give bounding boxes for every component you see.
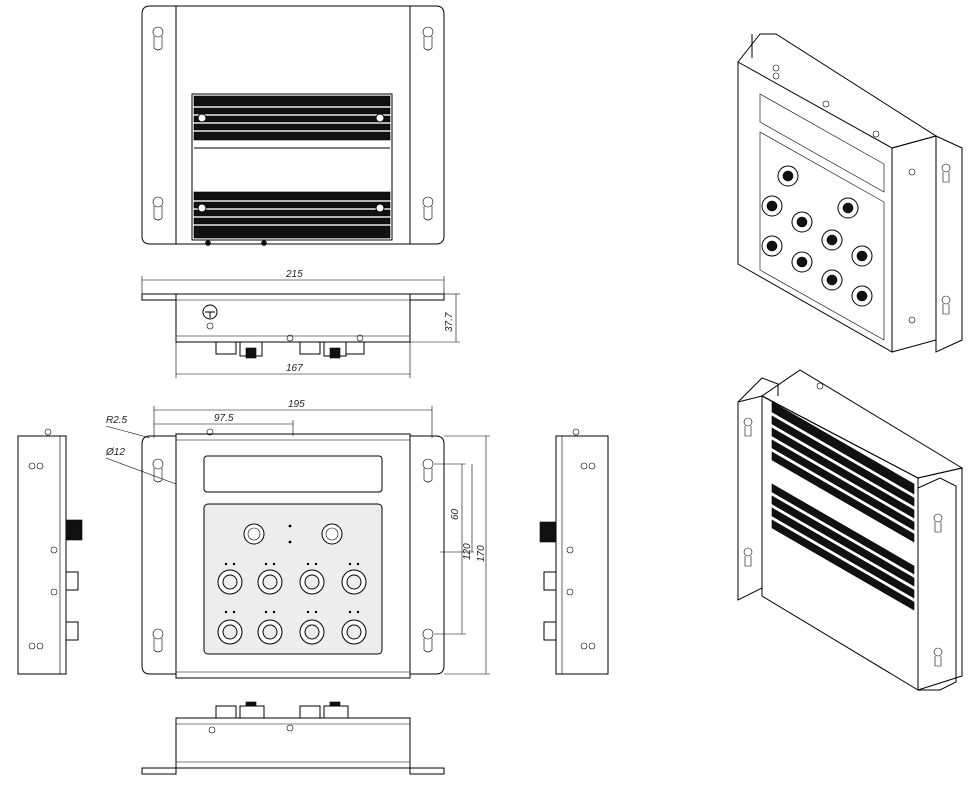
connector-row-2	[217, 619, 367, 645]
connector-stubs	[215, 341, 365, 359]
dim-half-width: 97.5	[214, 413, 234, 424]
iso-back-view	[737, 369, 964, 691]
dim-overall-width: 215	[285, 269, 303, 280]
led-dots	[224, 524, 360, 614]
keyhole-slot	[941, 163, 951, 315]
round-connector	[243, 523, 343, 545]
connector-row-1	[217, 569, 367, 595]
side-view-section: 215 167 37.7	[141, 269, 460, 378]
dim-hole-spacing-mid: 120	[462, 543, 473, 560]
dim-hole-spacing-small: 60	[450, 508, 461, 520]
front-view: 195 97.5 R2.5 Ø12 60 120 170	[105, 399, 490, 679]
heatsink-fins-bottom	[193, 191, 391, 239]
right-view	[539, 428, 609, 675]
iso-front-view	[737, 33, 963, 353]
dim-corner-radius: R2.5	[106, 415, 128, 426]
keyhole-slot	[152, 26, 434, 221]
bottom-view	[141, 701, 445, 775]
dim-body-width: 167	[286, 363, 303, 374]
dim-hole-diameter: Ø12	[105, 447, 125, 458]
dim-overall-height: 170	[476, 545, 487, 562]
dim-front-width: 195	[288, 399, 305, 410]
iso-heatsink-fins	[771, 401, 915, 611]
heatsink-fins-top	[193, 95, 391, 141]
iso-connectors	[761, 165, 873, 307]
keyhole-slot	[743, 417, 943, 667]
left-view	[17, 428, 83, 675]
top-view	[141, 5, 445, 246]
dim-height: 37.7	[444, 312, 455, 332]
screw	[197, 113, 385, 213]
keyhole-slot	[152, 458, 434, 653]
